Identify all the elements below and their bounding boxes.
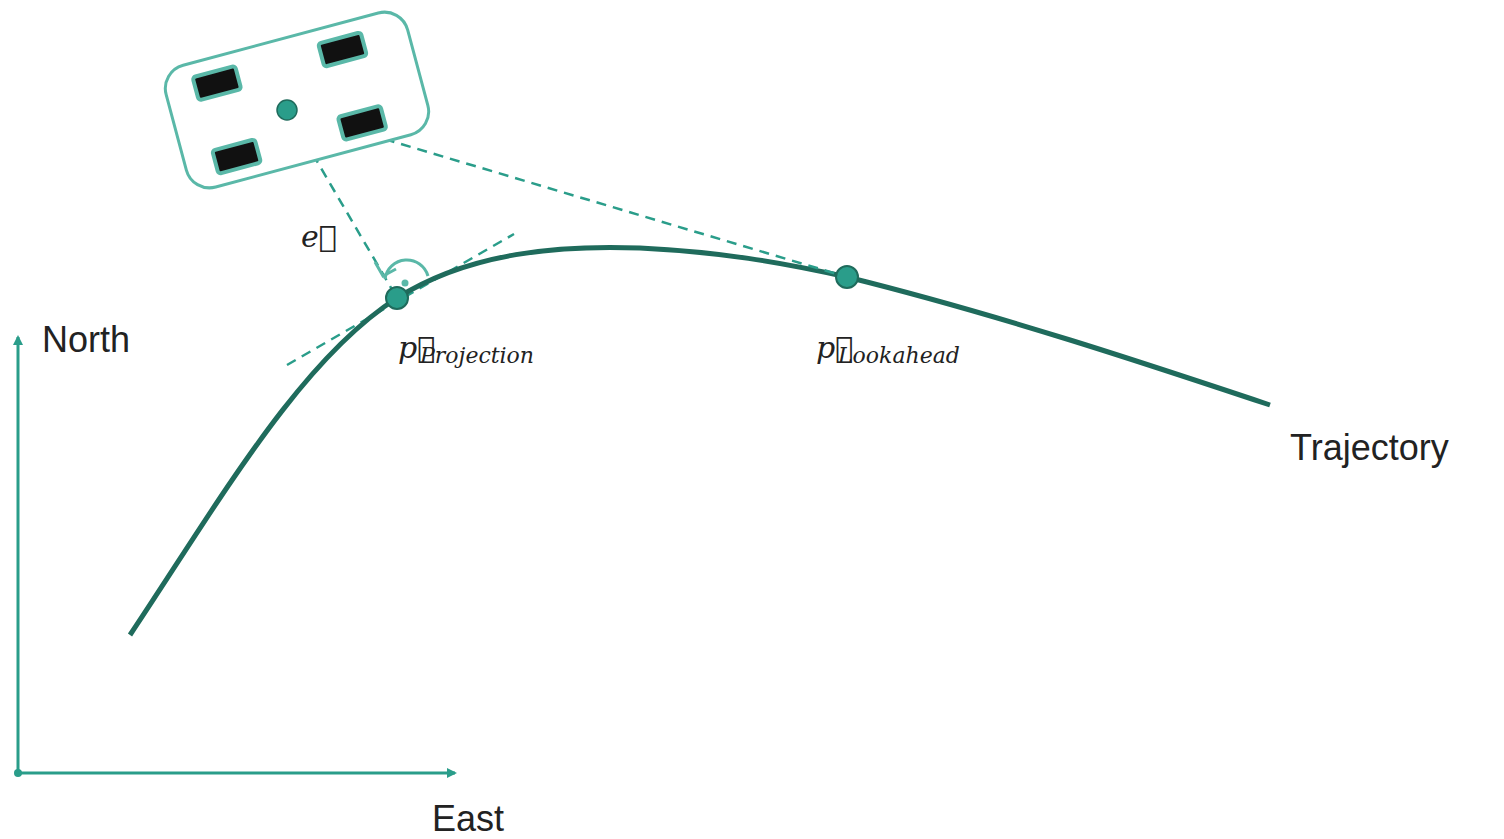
vehicle-center-dot [277, 100, 297, 120]
angle-dot [402, 280, 409, 287]
angle-arc [385, 260, 428, 279]
north-axis [17, 337, 20, 773]
east-axis [18, 772, 455, 775]
vehicle [160, 7, 434, 193]
axes [14, 337, 455, 777]
axis-label: East [432, 801, 504, 837]
trajectory-curve [130, 247, 1270, 635]
wheel [318, 32, 367, 67]
axis-label: North [42, 322, 130, 358]
projection-point [386, 287, 408, 309]
vector-symbol: e⃗ [301, 222, 337, 252]
wheel [338, 106, 387, 141]
vector-subscript: Projection [420, 345, 534, 367]
vehicle-body [160, 7, 434, 193]
lookahead-point [836, 266, 858, 288]
wheel [193, 66, 242, 101]
curve-label: Trajectory [1290, 430, 1449, 466]
vector-subscript: Lookahead [838, 345, 960, 367]
origin-dot [14, 769, 22, 777]
wheel [212, 139, 261, 174]
